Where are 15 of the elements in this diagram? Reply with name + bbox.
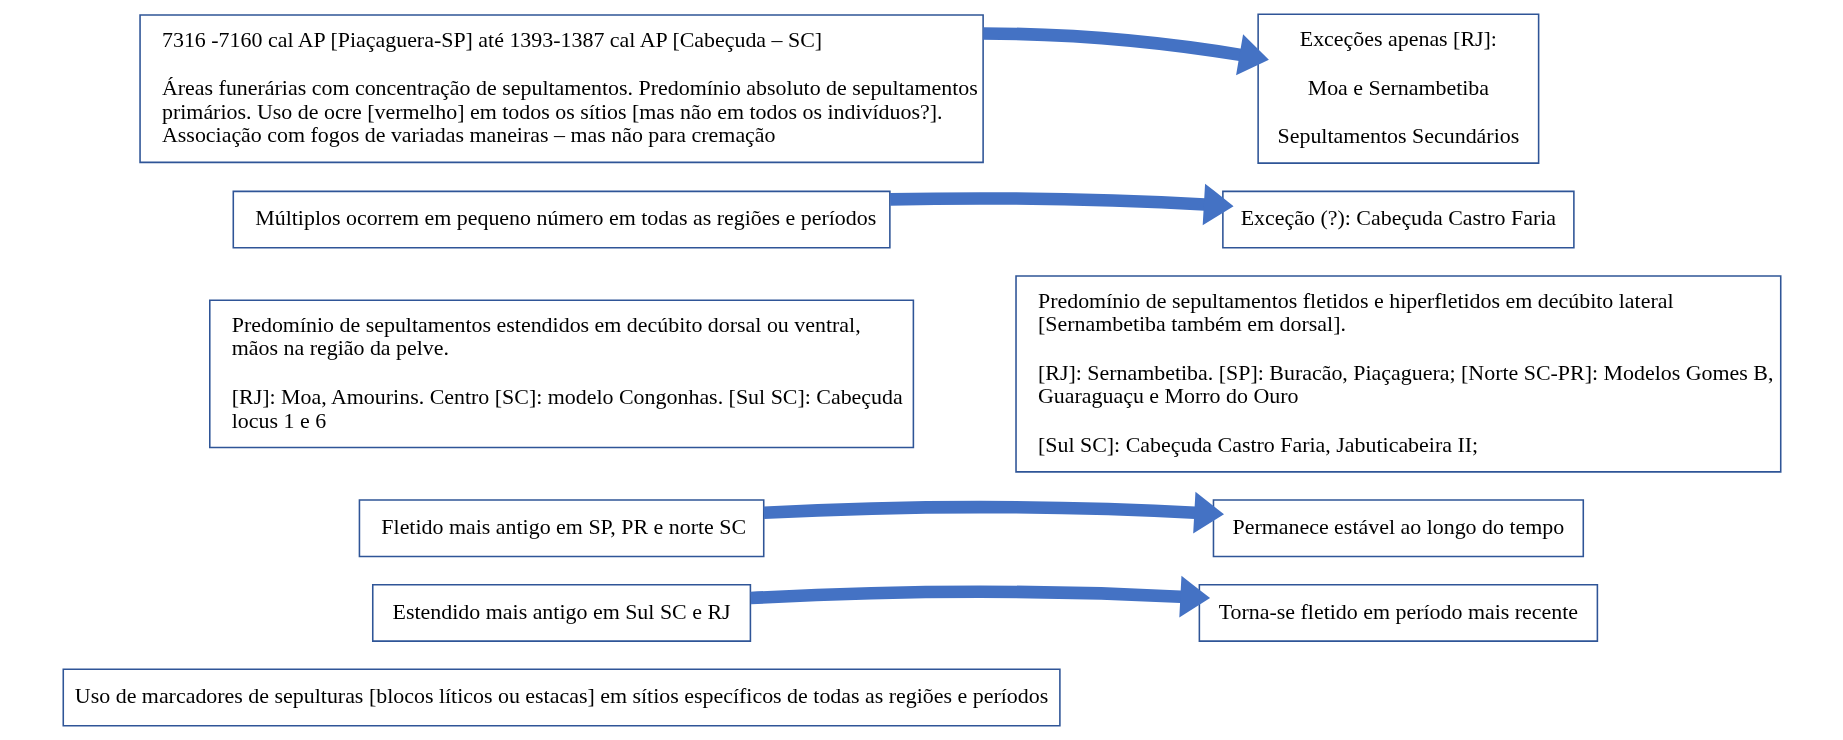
node-box: Predomínio de sepultamentos fletidos e hiperfletidos em decúbito lateral [Sernambetiba também em dorsal]. [RJ]: Sernambetiba. [SP]: Buracão, Piaçaguera; [Norte SC-PR]: Modelos Gomes B, Guaraguaçu e Morro do Ouro [Sul SC]: Cabeçuda Castro Faria, Jabuticabeira II; bbox=[1014, 275, 1781, 473]
arrow bbox=[763, 491, 1224, 534]
arrow bbox=[749, 575, 1210, 618]
node-box: 7316 -7160 cal AP [Piaçaguera-SP] até 1393-1387 cal AP [Cabeçuda – SC] Áreas funerárias com concentração de sepultamentos. Predomínio absoluto de sepultamentos primários. Uso de ocre [vermelho] em todos os sítios [mas não em todos os indivíduos?]. Associação com fogos de variadas maneiras – mas não para cremação bbox=[138, 14, 984, 164]
node-box: Múltiplos ocorrem em pequeno número em todas as regiões e períodos bbox=[232, 190, 891, 249]
node-box: Exceções apenas [RJ]: Moa e Sernambetiba Sepultamentos Secundários bbox=[1256, 13, 1539, 164]
node-box: Exceção (?): Cabeçuda Castro Faria bbox=[1221, 190, 1575, 249]
arrow bbox=[982, 27, 1269, 76]
node-box: Fletido mais antigo em SP, PR e norte SC bbox=[358, 499, 764, 558]
arrow bbox=[889, 183, 1234, 226]
node-box: Uso de marcadores de sepulturas [blocos líticos ou estacas] em sítios específicos de todas as regiões e períodos bbox=[62, 668, 1061, 727]
node-box: Estendido mais antigo em Sul SC e RJ bbox=[371, 583, 751, 642]
node-box: Permanece estável ao longo do tempo bbox=[1212, 499, 1584, 558]
node-box: Predomínio de sepultamentos estendidos em decúbito dorsal ou ventral, mãos na região da pelve. [RJ]: Moa, Amourins. Centro [SC]: modelo Congonhas. [Sul SC]: Cabeçuda locus 1 e 6 bbox=[208, 299, 914, 449]
node-box: Torna-se fletido em período mais recente bbox=[1198, 583, 1598, 642]
